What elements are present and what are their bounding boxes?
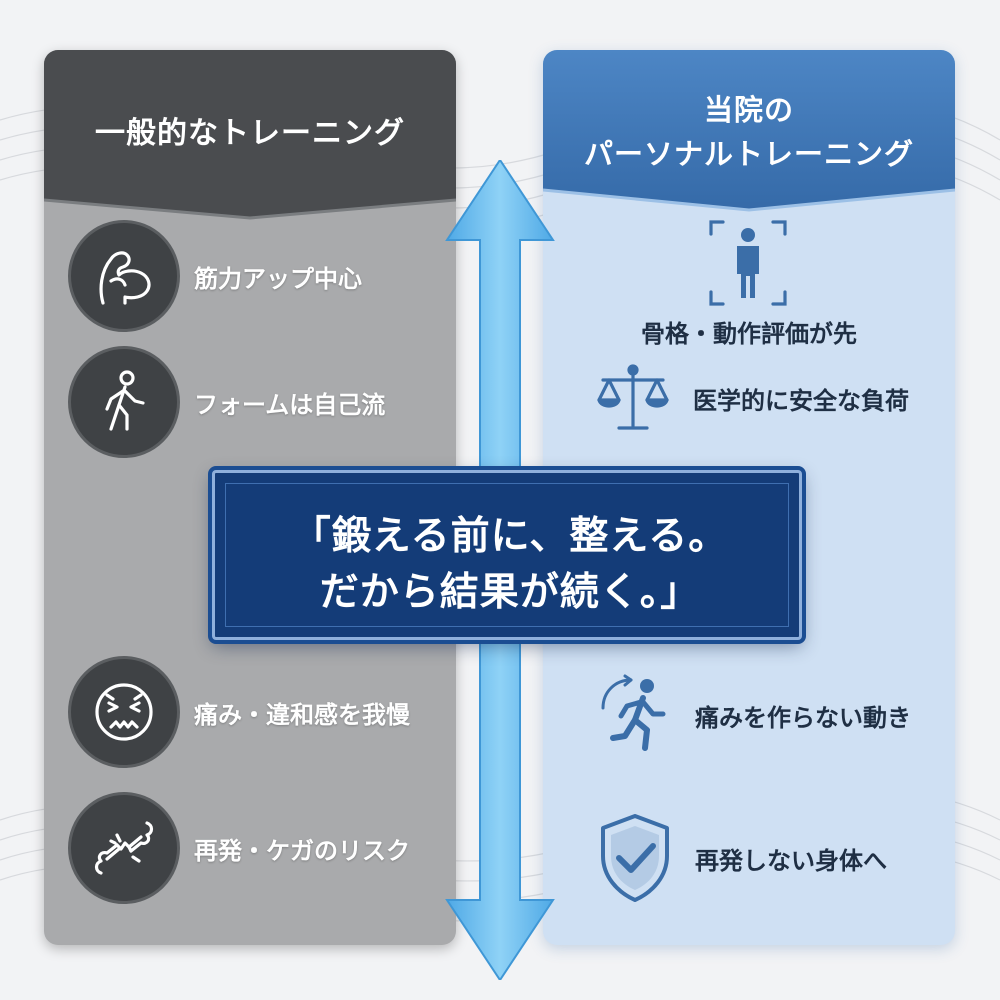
right-item-label: 医学的に安全な負荷	[693, 386, 909, 415]
left-item-label: フォームは自己流	[194, 390, 386, 419]
general-training-panel: 一般的なトレーニング 筋力アップ中心 フォームは自己流	[44, 50, 456, 945]
left-item-label: 筋力アップ中心	[194, 264, 362, 293]
personal-training-header: 当院の パーソナルトレーニング	[543, 50, 955, 240]
walking-person-icon	[68, 346, 180, 458]
right-item-label: 再発しない身体へ	[695, 846, 887, 875]
shield-check-icon	[595, 812, 675, 904]
personal-training-title: 当院の パーソナルトレーニング	[583, 93, 914, 171]
right-item-assessment-label: 骨格・動作評価が先	[641, 320, 857, 348]
slogan-banner: 「鍛える前に、整える。 だから結果が続く。」	[212, 470, 802, 640]
slogan-line-1: 「鍛える前に、整える。	[291, 514, 729, 559]
pained-face-icon	[68, 656, 180, 768]
left-item-label: 再発・ケガのリスク	[194, 836, 410, 865]
left-item-injury: 再発・ケガのリスク	[68, 792, 410, 904]
left-item-pain: 痛み・違和感を我慢	[68, 656, 410, 768]
broken-bone-icon	[68, 792, 180, 904]
body-scan-icon	[707, 218, 789, 308]
general-training-header: 一般的なトレーニング	[44, 50, 456, 240]
right-item-no-recurrence: 再発しない身体へ	[595, 812, 887, 904]
left-item-strength: 筋力アップ中心	[68, 220, 362, 332]
left-item-form: フォームは自己流	[68, 346, 385, 458]
left-item-label: 痛み・違和感を我慢	[194, 700, 410, 729]
general-training-title: 一般的なトレーニング	[95, 116, 405, 151]
running-person-icon	[595, 672, 681, 758]
right-item-safe-load: 医学的に安全な負荷	[595, 360, 909, 436]
balance-scale-icon	[595, 360, 671, 436]
right-item-movement: 痛みを作らない動き	[595, 672, 911, 758]
flexed-arm-icon	[68, 220, 180, 332]
slogan-line-2: だから結果が続く。」	[319, 570, 701, 615]
right-item-label: 痛みを作らない動き	[695, 703, 911, 732]
